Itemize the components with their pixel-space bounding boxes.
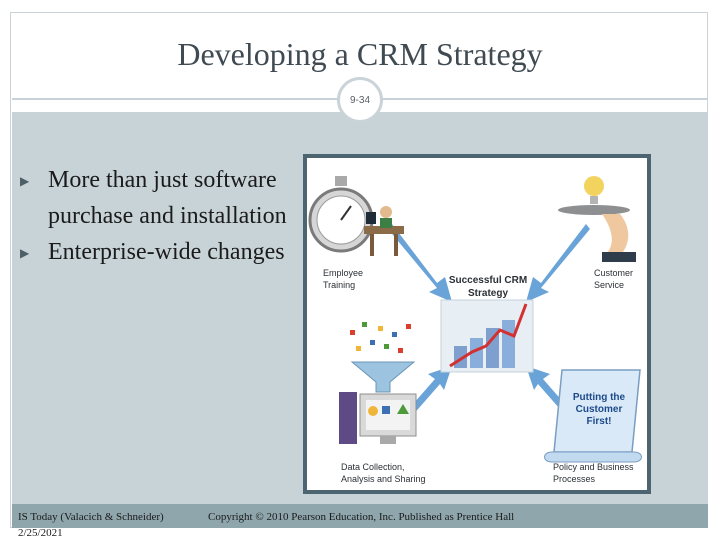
bullet-marker-icon: ▶: [20, 246, 30, 260]
slide-title: Developing a CRM Strategy: [177, 36, 543, 72]
bullet-list: ▶ More than just software purchase and i…: [20, 162, 290, 270]
bullet-text: Enterprise-wide changes: [48, 239, 285, 265]
slide-number-badge: 9-34: [337, 77, 383, 123]
label-successful-crm-strategy: Successful CRM Strategy: [448, 275, 528, 299]
footer-source: IS Today (Valacich & Schneider): [18, 511, 164, 523]
crm-strategy-figure: [303, 154, 651, 494]
label-putting-customer-first: Putting the Customer First!: [572, 392, 626, 427]
bullet-item: ▶ Enterprise-wide changes: [20, 234, 290, 270]
footer-copyright: Copyright © 2010 Pearson Education, Inc.…: [208, 511, 515, 523]
bullet-marker-icon: ▶: [20, 174, 30, 188]
bullet-text: More than just software purchase and ins…: [48, 167, 287, 229]
label-data-collection: Data Collection, Analysis and Sharing: [341, 462, 426, 484]
bullet-item: ▶ More than just software purchase and i…: [20, 162, 290, 234]
label-customer-service: Customer Service: [594, 268, 634, 290]
footer-bar: [12, 504, 708, 528]
label-employee-training: Employee Training: [323, 268, 364, 290]
label-policy: Policy and Business Processes: [553, 462, 634, 484]
footer-date: 2/25/2021: [18, 527, 63, 539]
